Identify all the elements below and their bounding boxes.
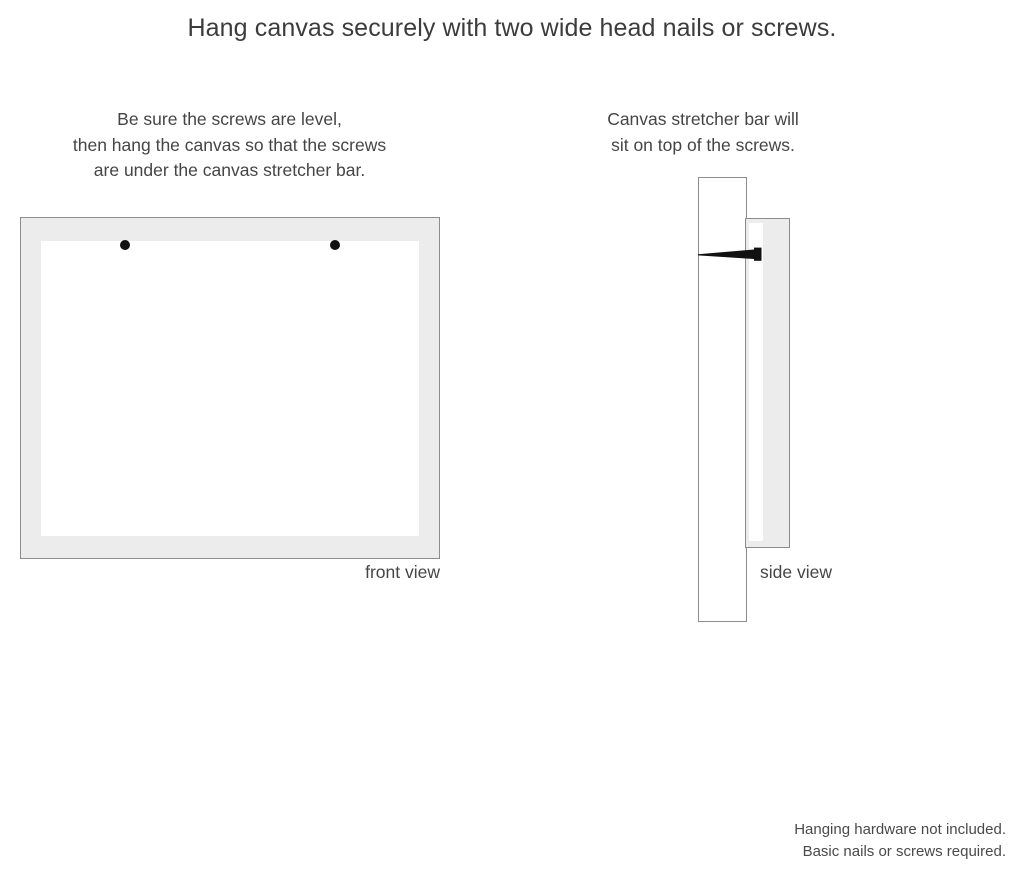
front-view-caption-line-3: are under the canvas stretcher bar. [93, 160, 366, 180]
side-view-canvas-face-edge [749, 223, 763, 541]
front-view-canvas-face [41, 241, 419, 536]
front-view-caption: Be sure the screws are level, then hang … [9, 107, 450, 184]
side-view-caption: Canvas stretcher bar will sit on top of … [553, 107, 853, 158]
footer-note: Hanging hardware not included. Basic nai… [794, 819, 1006, 863]
front-view-right-screw-dot [330, 240, 340, 250]
side-view-screw-icon [698, 242, 768, 266]
front-view-caption-line-2: then hang the canvas so that the screws [72, 134, 387, 155]
front-view-left-screw-dot [120, 240, 130, 250]
footer-line-2: Basic nails or screws required. [802, 843, 1006, 860]
front-view-label: front view [365, 562, 440, 582]
footer-line-1: Hanging hardware not included. [794, 821, 1006, 838]
page-title: Hang canvas securely with two wide head … [187, 14, 837, 42]
side-view-label: side view [760, 562, 832, 582]
side-view-caption-line-2: sit on top of the screws. [611, 134, 795, 155]
front-view-canvas-frame [20, 217, 440, 559]
side-view-stretcher-bar [745, 218, 790, 548]
front-view-caption-line-1: Be sure the screws are level, [117, 109, 342, 129]
side-view-caption-line-1: Canvas stretcher bar will [607, 109, 799, 129]
